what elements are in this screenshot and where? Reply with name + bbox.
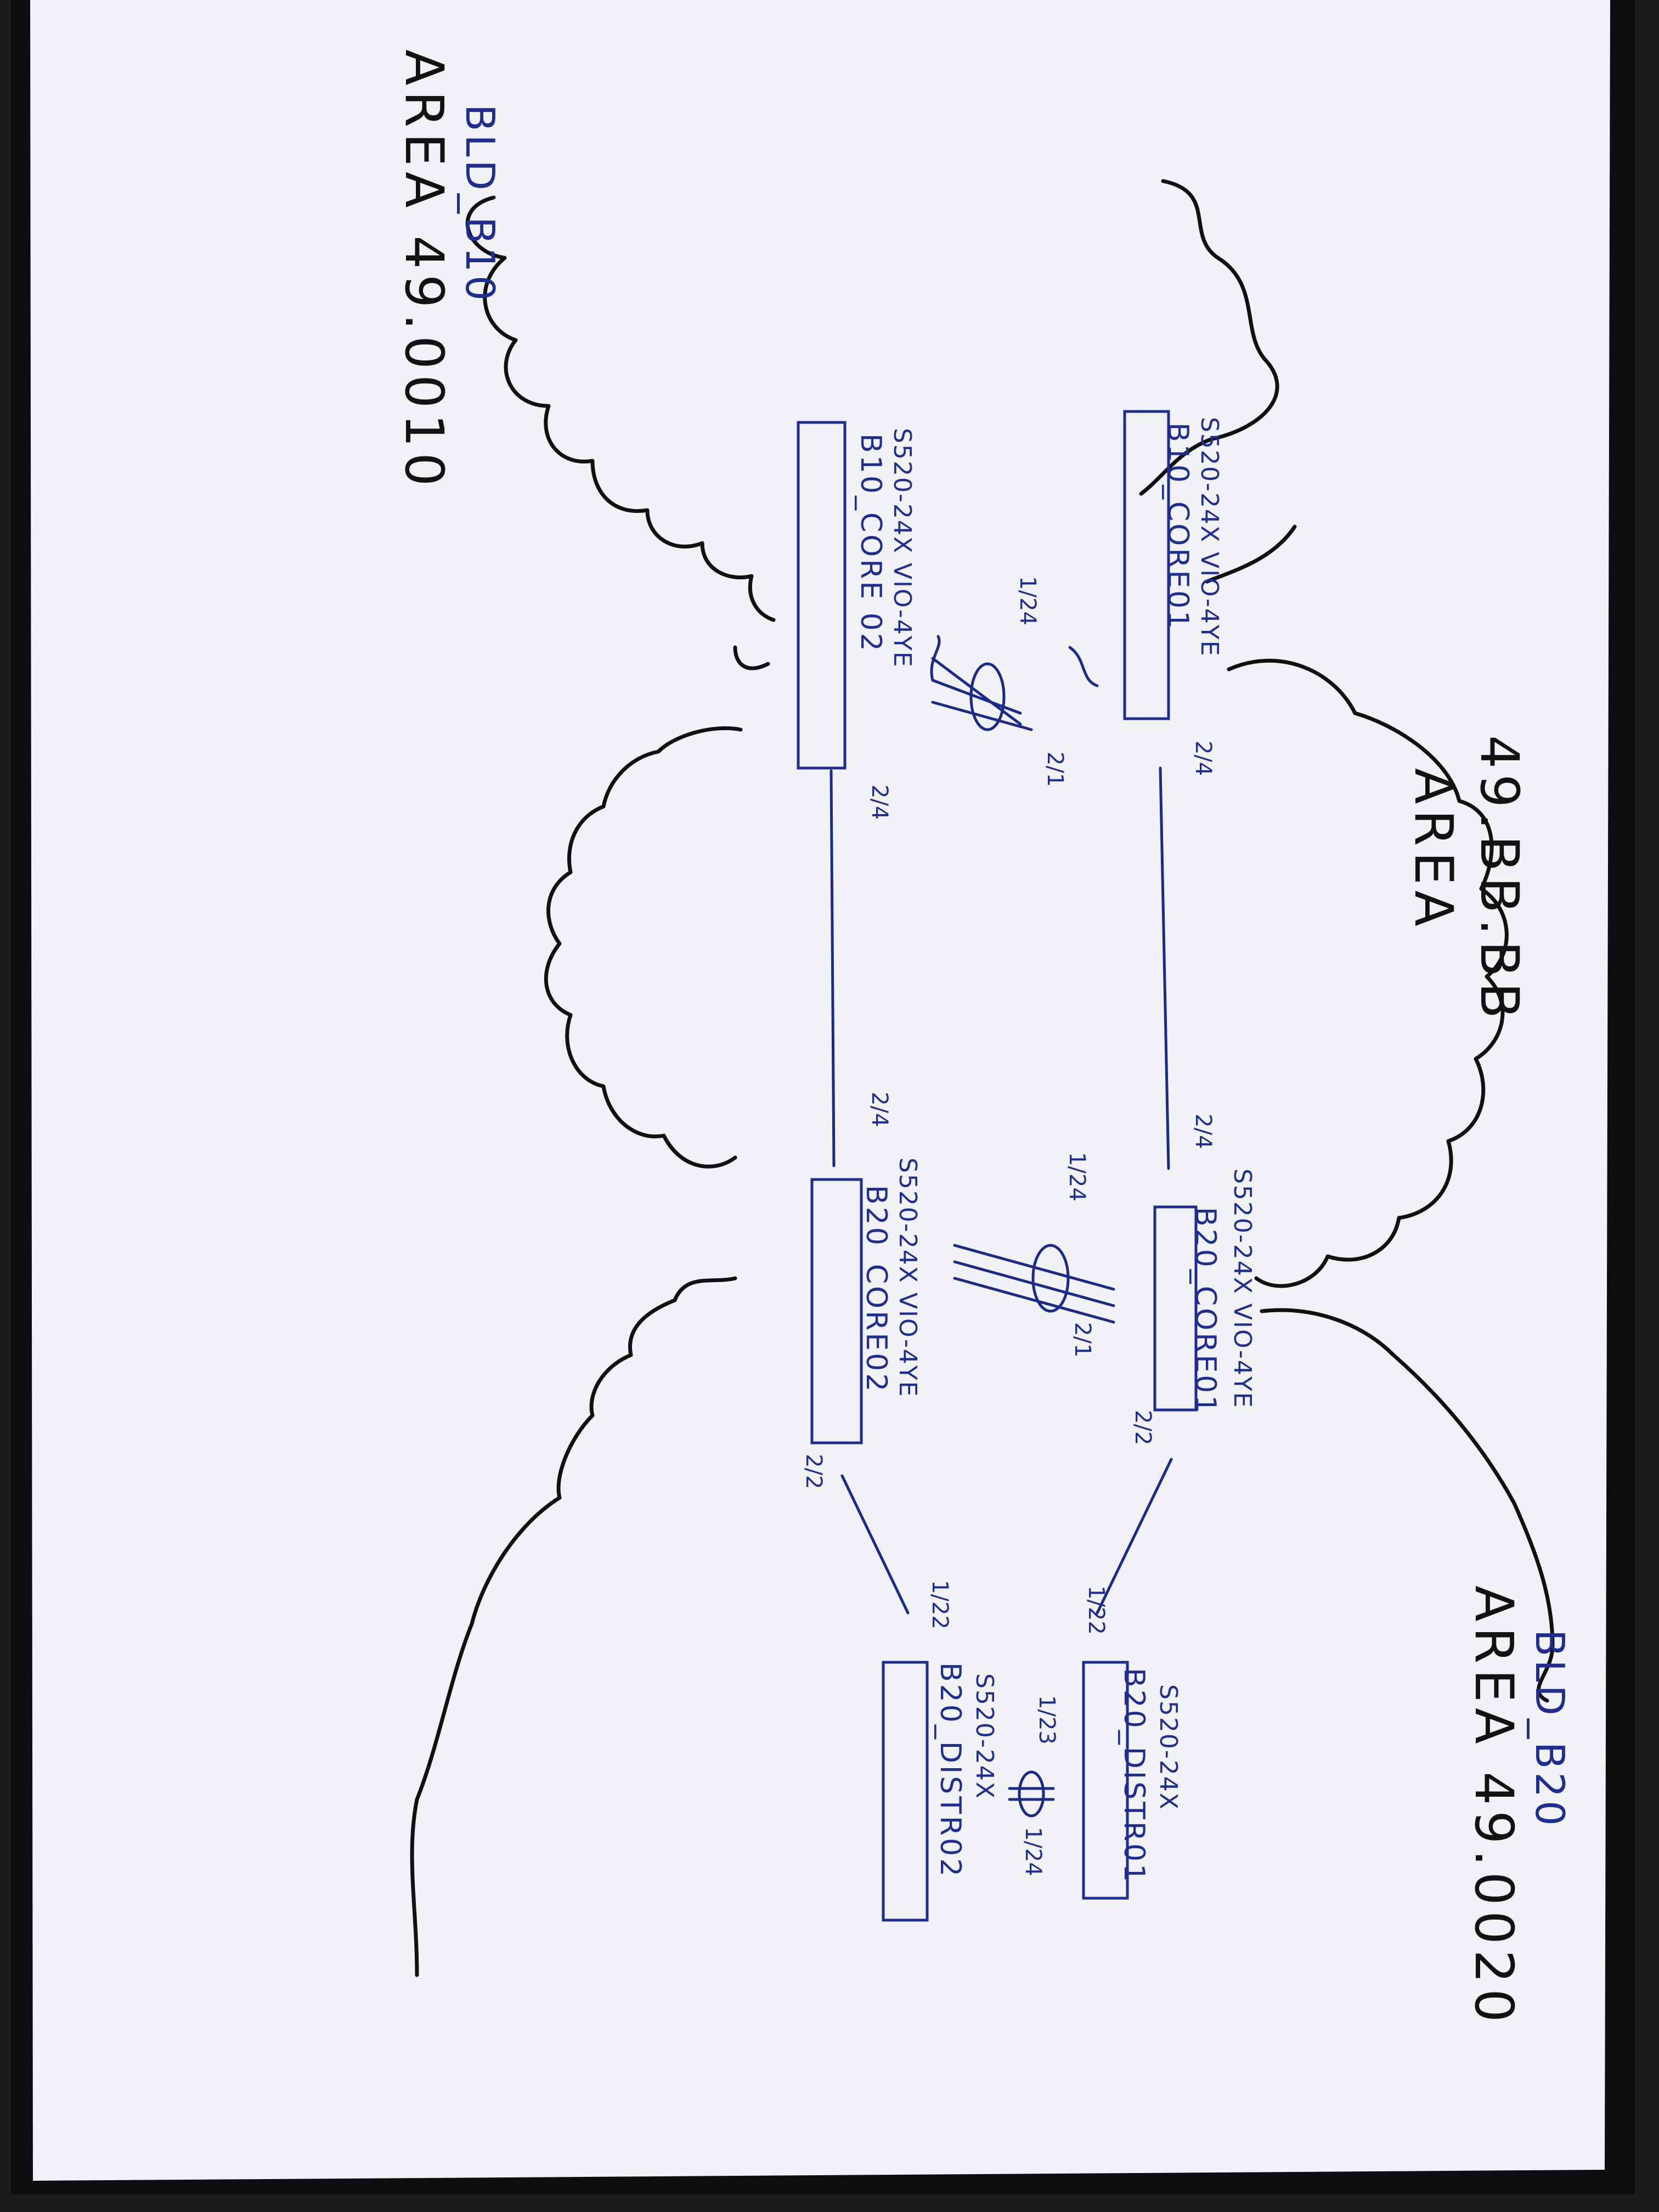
port-b20-distr-lag-a: 1/23 [1034,1695,1059,1745]
area-b10-subtitle: BLD_B10 [457,104,503,304]
port-b20-lag-a: 1/24 [1064,1152,1090,1201]
port-b20-core01-down: 2/2 [1130,1410,1155,1445]
device-b20-core02-name: B20_CORE02 [860,1185,893,1393]
device-b20-distr02-label: S520-24X B20_DISTR02 [934,1662,998,1878]
port-b20-distr01-up: 1/22 [1084,1585,1109,1635]
device-b20-distr01-label: S520-24X B20_DISTR01 [1118,1668,1182,1884]
device-b20-distr01-model: S520-24X [1154,1684,1182,1810]
port-labels: 2/4 2/4 2/4 2/4 1/24 2/1 1/24 2/1 2/2 2/… [801,576,1216,1876]
device-b20-core02-label: S520-24X VIO-4YE B20_CORE02 [860,1158,922,1397]
link-b10core01-b20core01 [1159,766,1170,1170]
port-b20-distr02-up: 1/22 [927,1580,952,1629]
device-b20-distr01-name: B20_DISTR01 [1118,1668,1150,1884]
cloud-b10-outer [465,195,776,622]
area-b20-subtitle: BLD_B20 [1527,1629,1573,1829]
area-b10-title: AREA 49.0010 [393,49,455,492]
device-b20-core01-label: S520-24X VIO-4YE B20_CORE01 [1189,1169,1256,1415]
cloud-b20-upper [1260,1308,1555,1703]
device-b10-core02-name: B10_CORE 02 [854,433,887,653]
cloud-b10-upper-inner [1205,524,1297,584]
cloud-b10-upper [1139,179,1279,496]
device-b20-core01-model: S520-24X VIO-4YE [1228,1169,1256,1408]
port-b10-lag-b: 2/1 [1042,752,1068,787]
port-b20-lag-b: 2/1 [1070,1322,1095,1357]
devices-rotated: S520-24X VIO-4YE B10_CORE01 S520-24X VIO… [797,410,1256,1922]
link-b20core02-b20distr02 [840,1474,910,1615]
port-b10-core02-up: 2/4 [867,785,892,820]
device-b10-core02-model: S520-24X VIO-4YE [888,428,916,668]
device-b20-core02-box[interactable] [810,1178,863,1444]
lag-b20 [953,1244,1115,1324]
lag-b20-distr [1008,1770,1055,1818]
link-b20core01-b20distr01 [1096,1458,1173,1615]
port-b20-distr-lag-b: 1/24 [1020,1827,1046,1876]
port-b10-core01-up: 2/4 [1190,741,1216,776]
cloud-backbone-lower [544,726,743,1169]
area-boundaries [410,179,1555,1977]
lag-b10 [930,635,1099,731]
device-b10-core01-model: S520-24X VIO-4YE [1195,417,1223,657]
area-b20-title: AREA 49.0020 [1463,1585,1525,2028]
port-b20-core02-down: 2/2 [801,1454,826,1489]
device-b20-distr01-box[interactable] [1082,1661,1129,1900]
device-b20-distr02-model: S520-24X [970,1673,998,1799]
device-b20-core01-name: B20_CORE01 [1189,1207,1222,1415]
port-b20-core01-up: 2/4 [1190,1114,1216,1149]
port-b10-lag-a: 1/24 [1015,576,1040,625]
device-b20-distr02-box[interactable] [882,1661,929,1922]
area-backbone-title-line1: AREA [1403,768,1464,932]
area-backbone-label: AREA 49.BB.BB [1403,735,1530,1024]
area-b20-label: AREA 49.0020 BLD_B20 [1463,1585,1573,2028]
link-b10core02-b20core02 [830,769,836,1167]
area-backbone-title-line2: 49.BB.BB [1469,735,1530,1024]
cloud-b10-tail [733,645,770,670]
links [830,635,1173,1818]
cloud-backbone [1227,658,1509,1288]
area-b10-label: AREA 49.0010 BLD_B10 [393,49,503,492]
cloud-b20-lower [410,1276,737,1977]
device-b20-distr02-name: B20_DISTR02 [934,1662,967,1878]
device-b10-core02-label: S520-24X VIO-4YE B10_CORE 02 [854,428,916,668]
device-b20-core01-box[interactable] [1153,1205,1198,1412]
device-b10-core01-box[interactable] [1123,410,1170,720]
device-b20-core02-model: S520-24X VIO-4YE [894,1158,922,1397]
device-b10-core01-name: B10_CORE01 [1161,422,1194,631]
port-b20-core02-up: 2/4 [867,1092,892,1127]
device-b10-core01-label: S520-24X VIO-4YE B10_CORE01 [1161,417,1223,657]
paper-sheet [30,0,1610,2181]
device-b10-core02-box[interactable] [797,421,847,770]
